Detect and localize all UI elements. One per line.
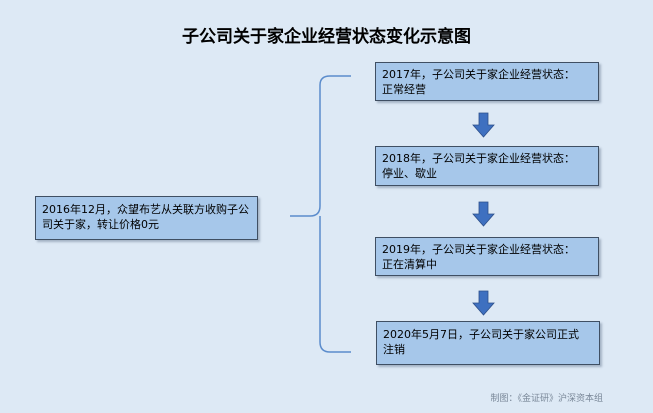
stage-title: 2018年，子公司关于家企业经营状态：: [382, 152, 575, 165]
stage-title: 2017年，子公司关于家企业经营状态：: [382, 68, 575, 81]
footer-credit: 制图：《金证研》沪深资本组: [490, 394, 603, 404]
stage-status: 正在清算中: [382, 258, 437, 271]
stage-status: 正常经营: [382, 83, 426, 96]
stage-box-2020: 2020年5月7日，子公司关于家公司正式 注销: [376, 321, 600, 365]
stage-title: 2020年5月7日，子公司关于家公司正式: [383, 328, 579, 341]
down-arrow-icon: [472, 201, 495, 227]
stage-title: 2019年，子公司关于家企业经营状态：: [382, 243, 575, 256]
brace-connector: [290, 75, 351, 353]
stage-status: 停业、歇业: [382, 167, 437, 180]
down-arrow-icon: [472, 290, 495, 316]
stage-status: 注销: [383, 343, 405, 356]
acquisition-box: 2016年12月，众望布艺从关联方收购子公司关于家，转让价格0元: [35, 196, 258, 240]
stage-box-2019: 2019年，子公司关于家企业经营状态： 正在清算中: [375, 237, 599, 276]
stage-box-2017: 2017年，子公司关于家企业经营状态： 正常经营: [375, 62, 599, 101]
stage-box-2018: 2018年，子公司关于家企业经营状态： 停业、歇业: [375, 146, 599, 186]
page-title: 子公司关于家企业经营状态变化示意图: [182, 27, 471, 47]
acquisition-text: 2016年12月，众望布艺从关联方收购子公司关于家，转让价格0元: [42, 203, 249, 231]
down-arrow-icon: [472, 112, 495, 138]
